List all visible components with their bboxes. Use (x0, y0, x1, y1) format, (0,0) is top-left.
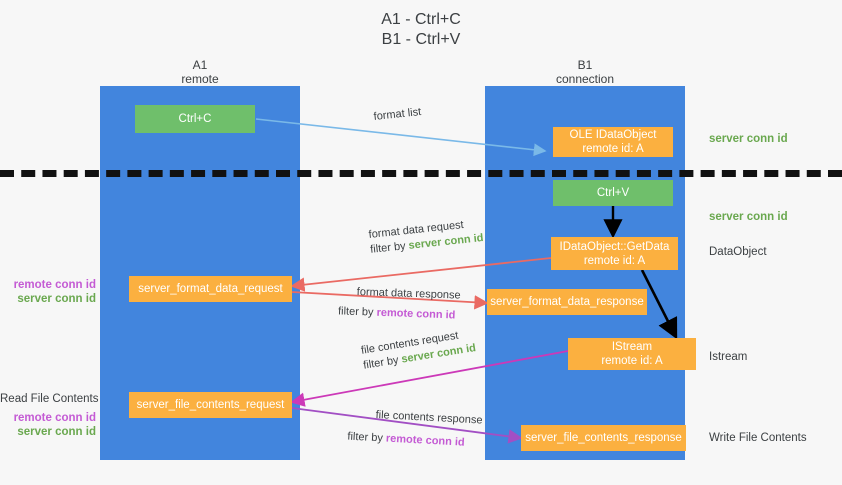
edge-label-file-contents-response: file contents response filter by remote … (347, 408, 483, 452)
node-istream[interactable]: IStream remote id: A (568, 338, 696, 370)
node-istream-line1: IStream (611, 341, 653, 353)
node-ctrl-v-label: Ctrl+V (596, 187, 630, 199)
side-label-write-file-contents: Write File Contents (709, 432, 807, 444)
filter-prefix: filter by (337, 305, 377, 319)
edge-label-format-list-text: format list (373, 106, 422, 123)
side-label-read-file-contents: Read File Contents (0, 393, 99, 405)
side-label-remote-conn-id-2: remote conn id (13, 412, 96, 424)
edge-label-file-contents-request: file contents request filter by server c… (360, 326, 477, 373)
edge-label-format-data-response-title: format data response (356, 285, 461, 302)
node-server-file-contents-response-label: server_file_contents_response (525, 432, 682, 444)
node-server-format-data-request[interactable]: server_format_data_request (129, 276, 292, 302)
node-ctrl-c[interactable]: Ctrl+C (135, 105, 255, 133)
edge-label-file-contents-response-filter: filter by remote conn id (347, 430, 482, 452)
node-ole-idataobject[interactable]: OLE IDataObject remote id: A (553, 127, 673, 157)
node-ole-idataobject-line1: OLE IDataObject (569, 129, 657, 141)
edge-label-format-list: format list (373, 105, 422, 125)
node-idataobject-getdata[interactable]: IDataObject::GetData remote id: A (551, 237, 678, 270)
filter-prefix: filter by (347, 430, 387, 445)
side-label-group-conn-ids-2: remote conn id server conn id (0, 411, 96, 439)
side-label-group-conn-ids-1: remote conn id server conn id (0, 278, 96, 306)
title-line-2: B1 - Ctrl+V (381, 31, 461, 48)
node-server-file-contents-request[interactable]: server_file_contents_request (129, 392, 292, 418)
side-label-server-conn-id-mid: server conn id (709, 211, 788, 223)
column-header-b1-sub: connection (555, 72, 615, 86)
column-header-a1-sub: remote (181, 72, 219, 86)
title-line-1: A1 - Ctrl+C (381, 11, 461, 28)
column-header-a1-name: A1 (192, 58, 208, 72)
side-label-dataobject: DataObject (709, 246, 767, 258)
page-title: A1 - Ctrl+C B1 - Ctrl+V (0, 10, 842, 50)
edge-label-format-data-response-filter: filter by remote conn id (338, 304, 460, 323)
filter-key-remote-conn-id: remote conn id (385, 432, 465, 449)
side-label-server-conn-id-2: server conn id (17, 426, 96, 438)
node-idataobject-getdata-line1: IDataObject::GetData (559, 240, 670, 253)
node-server-file-contents-request-label: server_file_contents_request (136, 399, 285, 411)
node-server-format-data-response[interactable]: server_format_data_response (487, 289, 647, 315)
node-ctrl-v[interactable]: Ctrl+V (553, 180, 673, 206)
side-label-remote-conn-id-1: remote conn id (13, 279, 96, 291)
node-server-file-contents-response[interactable]: server_file_contents_response (521, 425, 686, 451)
column-header-b1: B1 connection (485, 58, 685, 86)
filter-key-remote-conn-id: remote conn id (376, 306, 456, 322)
node-server-format-data-request-label: server_format_data_request (138, 283, 283, 295)
column-header-b1-name: B1 (577, 58, 593, 72)
side-label-server-conn-id-top: server conn id (709, 133, 788, 145)
side-label-istream: Istream (709, 351, 748, 363)
phase-separator (0, 170, 842, 177)
node-idataobject-getdata-line2: remote id: A (583, 254, 646, 267)
column-header-a1: A1 remote (100, 58, 300, 86)
side-label-server-conn-id-1: server conn id (17, 293, 96, 305)
node-ctrl-c-label: Ctrl+C (178, 113, 212, 125)
edge-label-file-contents-response-title: file contents response (375, 408, 483, 427)
edge-label-format-data-response: format data response filter by remote co… (338, 285, 461, 324)
node-istream-line2: remote id: A (601, 355, 663, 367)
filter-prefix: filter by (369, 239, 410, 256)
edge-label-format-data-request: format data request filter by server con… (368, 216, 484, 258)
node-server-format-data-response-label: server_format_data_response (490, 296, 644, 308)
node-ole-idataobject-line2: remote id: A (582, 143, 644, 155)
